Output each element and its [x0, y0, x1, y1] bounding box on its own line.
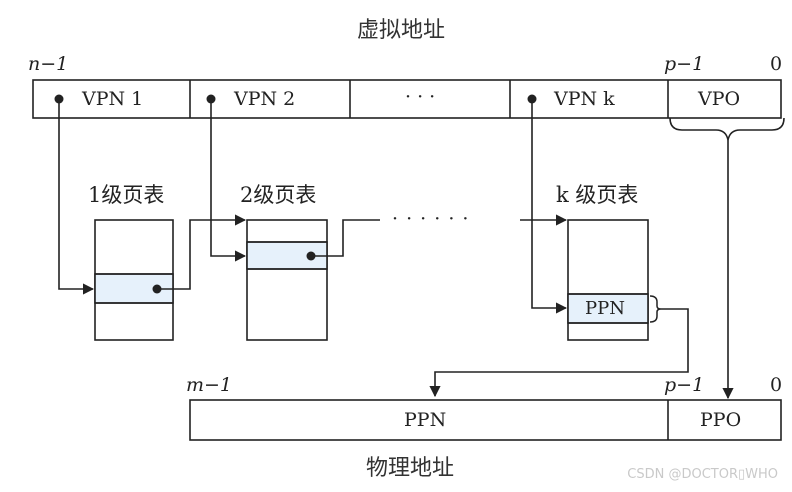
- level1-table-label: 1级页表: [88, 183, 165, 207]
- vpn2-field: VPN 2: [234, 88, 296, 110]
- vpn2-to-level2-arrow: [210, 99, 247, 262]
- level2-page-table: [246, 219, 328, 341]
- physical-address-title: 物理地址: [366, 456, 455, 481]
- va-offset-bit-index: p−1: [664, 53, 705, 75]
- level1-to-level2-arrow: [157, 214, 247, 290]
- vpnk-field: VPN k: [554, 88, 615, 110]
- vpn1-field: VPN 1: [82, 88, 144, 110]
- vpo-field: VPO: [698, 88, 741, 110]
- pa-right-bit-index: 0: [770, 374, 783, 396]
- ppo-field: PPO: [700, 409, 742, 431]
- level2-to-next-arrow: [311, 219, 380, 257]
- physical-ppn-field: PPN: [404, 409, 447, 431]
- pa-offset-bit-index: p−1: [664, 374, 705, 396]
- level2-table-label: 2级页表: [240, 183, 317, 207]
- vpnk-to-levelk-arrow: [531, 99, 568, 314]
- va-right-bit-index: 0: [770, 53, 783, 75]
- vpo-brace: [669, 117, 785, 141]
- csdn-watermark: CSDN @DOCTOR▯WHO: [627, 467, 778, 482]
- levelk-page-table: [567, 219, 649, 341]
- virtual-address-bar: [32, 79, 782, 119]
- vpn1-to-level1-arrow: [58, 99, 95, 295]
- va-ellipsis-field: · · ·: [405, 86, 436, 108]
- chain-ellipsis: · · · · · ·: [392, 208, 470, 230]
- physical-address-bar: [189, 399, 782, 441]
- virtual-address-title: 虚拟地址: [357, 18, 446, 43]
- pa-left-bit-index: m−1: [186, 374, 233, 396]
- ppn-to-physical-arrow: [429, 308, 689, 398]
- ppn-brace: [649, 295, 662, 323]
- levelk-table-label: k 级页表: [556, 183, 639, 207]
- va-left-bit-index: n−1: [28, 53, 69, 75]
- level1-page-table: [94, 219, 174, 341]
- levelk-ppn-entry: PPN: [585, 298, 625, 319]
